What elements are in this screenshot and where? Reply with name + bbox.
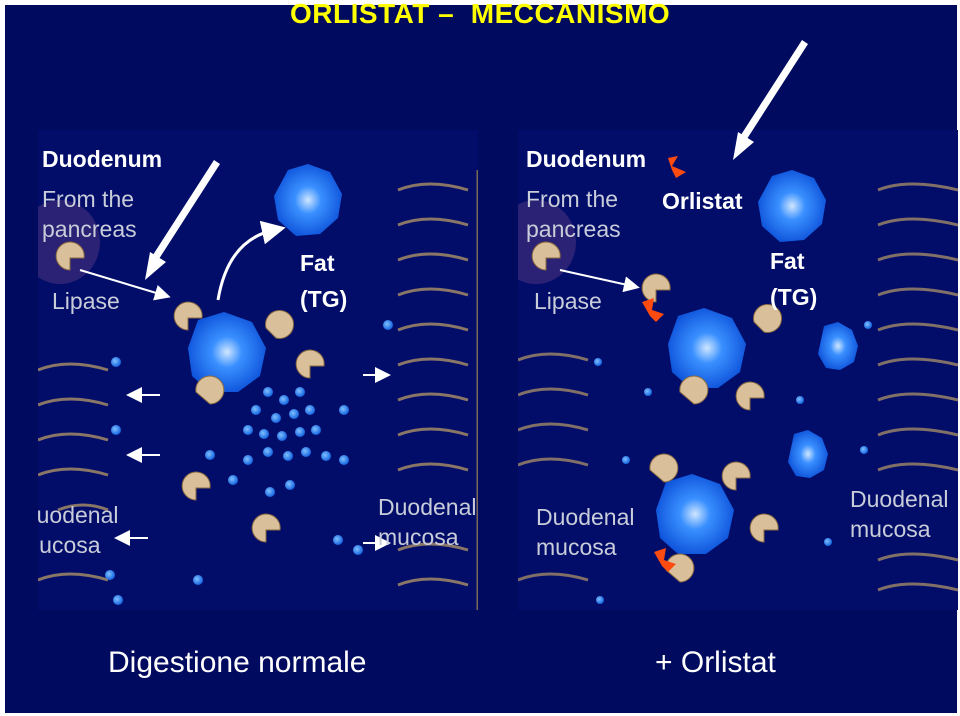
label-duodenum: Duodenum (526, 146, 647, 172)
caption-normal-digestion: Digestione normale (108, 646, 367, 679)
fatty-acid-dots (105, 320, 393, 605)
fat-globule-small-2 (788, 430, 828, 478)
fat-globule-center (188, 312, 266, 392)
fat-curve-arrow (216, 220, 286, 301)
fat-globule-top (758, 170, 826, 242)
slide-title: ORLISTAT – MECCANISMO (290, 0, 671, 29)
label-mucosa-left: Duodenal mucosa (536, 504, 635, 560)
label-fat: Fat (300, 250, 335, 276)
label-orlistat: Orlistat (662, 188, 743, 214)
label-duodenum: Duodenum (42, 146, 163, 172)
villi-left (518, 352, 589, 582)
label-mucosa-left: Duodenal mucosa (38, 502, 119, 558)
panel-orlistat: Duodenum Orlistat From the pancreas Lipa… (518, 130, 958, 610)
label-mucosa-right: Duodenal mucosa (378, 494, 477, 550)
label-lipase: Lipase (534, 288, 602, 314)
label-tg: (TG) (300, 286, 348, 312)
orlistat-molecules (642, 156, 686, 572)
pointer-arrow-right (733, 40, 808, 160)
label-from-pancreas: From the pancreas (42, 186, 137, 242)
fat-globule-bottom (656, 474, 734, 554)
lipase-arrow (79, 269, 171, 301)
lipase-enzymes (531, 241, 782, 583)
label-lipase: Lipase (52, 288, 120, 314)
villi-right (397, 182, 469, 587)
lipase-arrow (559, 269, 640, 293)
orlistat-illustration (518, 156, 958, 604)
absorption-arrows (114, 367, 391, 551)
panel-normal-digestion: Duodenum From the pancreas Lipase Fat (T… (38, 130, 478, 610)
caption-orlistat: + Orlistat (655, 646, 776, 679)
label-from-pancreas: From the pancreas (526, 186, 621, 242)
villi-left (38, 362, 109, 582)
pointer-arrow-left (145, 160, 220, 280)
fat-globule-top (274, 164, 342, 236)
label-tg: (TG) (770, 284, 818, 310)
normal-digestion-illustration (38, 164, 478, 610)
fat-globule-center (668, 308, 746, 388)
fatty-acid-dots (594, 321, 872, 604)
label-fat: Fat (770, 248, 805, 274)
lipase-enzymes (55, 241, 325, 543)
fat-globule-small-1 (818, 322, 858, 370)
villi-right (877, 182, 958, 592)
label-mucosa-right: Duodenal mucosa (850, 486, 949, 542)
